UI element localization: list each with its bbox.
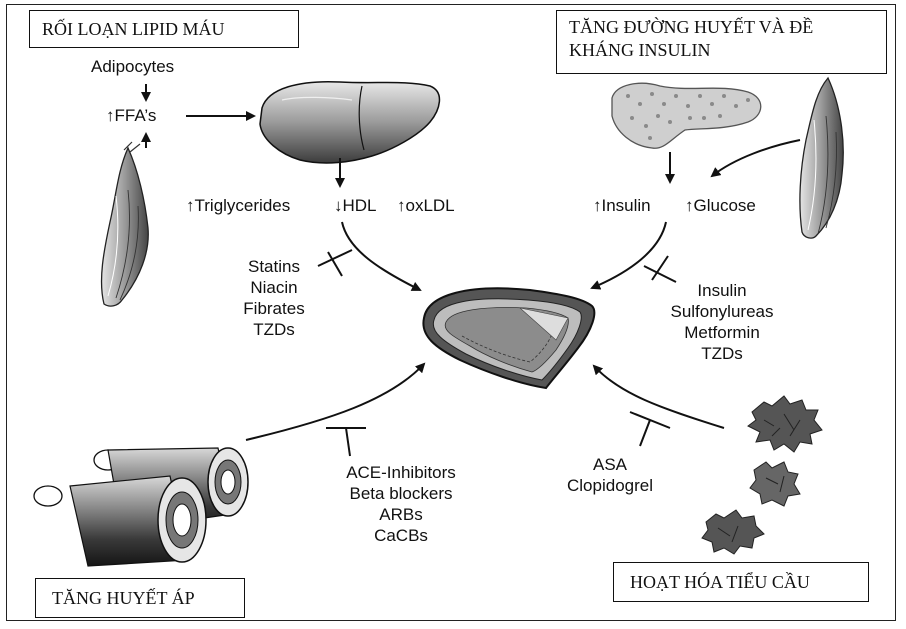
- muscle-icon: [799, 76, 844, 239]
- arrow-platelet-artery: [592, 364, 725, 429]
- box-dyslipidemia-text: RỐI LOẠN LIPID MÁU: [42, 19, 225, 39]
- inhibition-glucose: [643, 255, 677, 283]
- treatment-cacbs: CaCBs: [374, 526, 428, 545]
- pancreas-icon: [611, 82, 762, 149]
- arrow-hypertension-artery: [245, 362, 426, 441]
- inhibition-hypertension: [326, 427, 366, 457]
- box-platelet: HOẠT HÓA TIỂU CẦU: [613, 562, 869, 602]
- treatment-beta-blockers: Beta blockers: [349, 484, 453, 503]
- box-hyperglycemia: TĂNG ĐƯỜNG HUYẾT VÀ ĐỀ KHÁNG INSULIN: [556, 10, 887, 74]
- treatment-niacin: Niacin: [250, 278, 298, 297]
- label-oxldl: ↑oxLDL: [397, 196, 455, 215]
- label-insulin: ↑Insulin: [593, 196, 651, 215]
- arrow-muscle-glucose: [710, 139, 801, 178]
- treatments-hypertension: ACE-Inhibitors Beta blockers ARBs CaCBs: [326, 462, 476, 546]
- treatment-metformin: Metformin: [684, 323, 760, 342]
- blood-vessel-icon: [33, 447, 249, 567]
- treatment-sulfonylureas: Sulfonylureas: [670, 302, 774, 321]
- inhibition-lipid: [317, 249, 353, 277]
- treatment-clopidogrel: Clopidogrel: [567, 476, 653, 495]
- label-hdl: ↓HDL: [334, 196, 377, 215]
- label-glucose: ↑Glucose: [685, 196, 756, 215]
- treatment-tzds: TZDs: [253, 320, 295, 339]
- treatment-ace-inhibitors: ACE-Inhibitors: [346, 463, 456, 482]
- box-hypertension-text: TĂNG HUYẾT ÁP: [52, 588, 195, 608]
- label-adipocytes: Adipocytes: [91, 57, 175, 76]
- treatment-arbs: ARBs: [379, 505, 423, 524]
- treatment-asa: ASA: [592, 455, 628, 474]
- treatment-statins: Statins: [248, 257, 300, 276]
- treatments-lipid: Statins Niacin Fibrates TZDs: [222, 256, 326, 340]
- label-ffa: ↑FFA’s: [106, 106, 157, 125]
- box-dyslipidemia: RỐI LOẠN LIPID MÁU: [29, 10, 299, 48]
- artery-icon: [422, 287, 596, 390]
- treatment-tzds: TZDs: [701, 344, 743, 363]
- box-hypertension: TĂNG HUYẾT ÁP: [35, 578, 245, 618]
- treatments-glucose: Insulin Sulfonylureas Metformin TZDs: [652, 280, 792, 364]
- treatment-insulin: Insulin: [697, 281, 747, 300]
- box-hyperglycemia-line1: TĂNG ĐƯỜNG HUYẾT VÀ ĐỀ: [569, 17, 814, 37]
- arrow-dyslipidemia-artery: [341, 221, 422, 291]
- treatment-fibrates: Fibrates: [243, 299, 305, 318]
- box-hyperglycemia-line2: KHÁNG INSULIN: [569, 40, 711, 60]
- treatments-platelet: ASA Clopidogrel: [550, 454, 670, 496]
- arrow-hyperglycemia-artery: [590, 221, 667, 290]
- muscle-icon: [100, 141, 149, 307]
- platelet-icon: [701, 395, 823, 555]
- label-triglycerides: ↑Triglycerides: [186, 196, 291, 215]
- box-platelet-text: HOẠT HÓA TIỂU CẦU: [630, 572, 810, 592]
- inhibition-platelet: [629, 411, 671, 447]
- liver-icon: [259, 80, 441, 164]
